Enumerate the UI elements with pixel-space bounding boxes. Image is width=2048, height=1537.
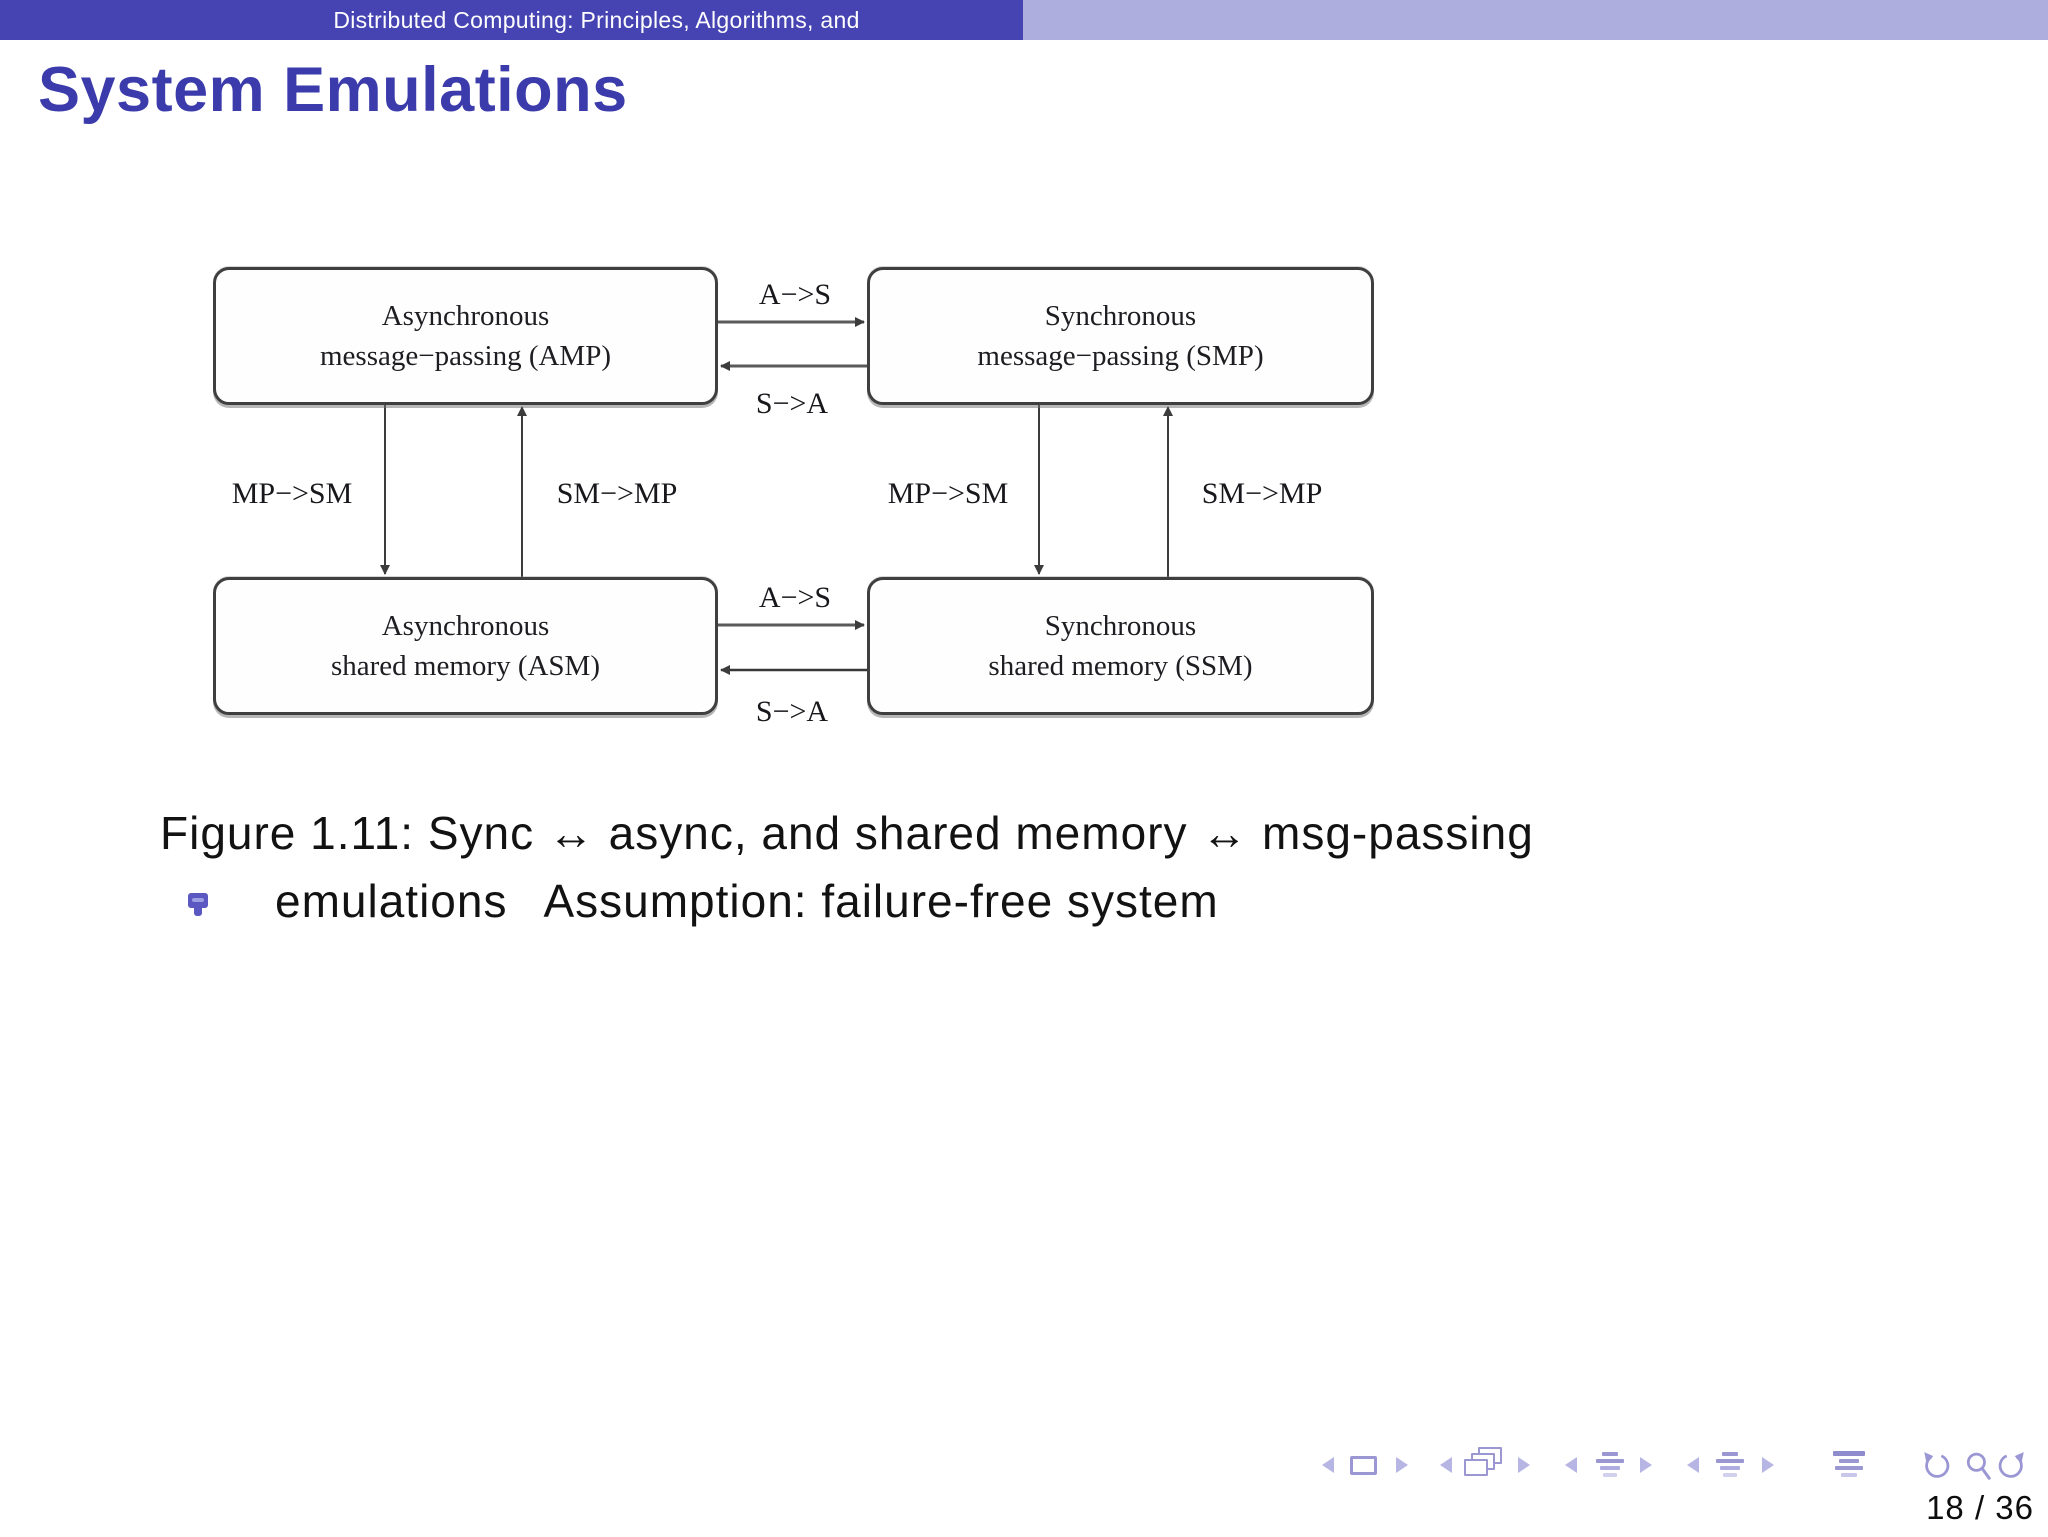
prev-section-icon[interactable] (1687, 1457, 1699, 1473)
header-title: Distributed Computing: Principles, Algor… (333, 6, 860, 33)
arrow-label-right-mp-sm: MP−>SM (887, 477, 1009, 510)
line-bar (1600, 1466, 1620, 1470)
arrow-label-top-s-to-a: S−>A (755, 387, 829, 420)
prev-frame-icon[interactable] (1440, 1457, 1452, 1473)
arrow-label-top-a-to-s: A−>S (758, 278, 832, 311)
header-bar-right (1023, 0, 2048, 40)
frames-stack-front (1464, 1459, 1488, 1476)
back-icon[interactable] (1920, 1450, 1952, 1482)
section-lines-icon[interactable] (1716, 1452, 1744, 1477)
figure-caption-line1: Figure 1.11: Sync ↔ async, and shared me… (160, 807, 1534, 859)
line-bar (1835, 1466, 1863, 1470)
header-bar: Distributed Computing: Principles, Algor… (0, 0, 1023, 40)
box-asm-line2: shared memory (ASM) (330, 649, 600, 682)
beamer-navigation (1318, 1447, 2042, 1496)
forward-icon[interactable] (1996, 1450, 2028, 1482)
frames-stack-icon[interactable] (1464, 1447, 1504, 1478)
arrow-label-left-mp-sm: MP−>SM (231, 477, 353, 510)
line-bar (1596, 1459, 1624, 1463)
line-bar (1723, 1473, 1737, 1477)
prev-subsection-icon[interactable] (1565, 1457, 1577, 1473)
box-smp-line2: message−passing (SMP) (977, 339, 1264, 372)
emulation-diagram: Asynchronous message−passing (AMP) Synch… (213, 267, 1374, 728)
subsection-lines-icon[interactable] (1596, 1452, 1624, 1477)
bullet-icon (188, 893, 208, 916)
search-icon[interactable] (1963, 1450, 1993, 1482)
bullet-icon-band (192, 898, 204, 902)
next-section-icon[interactable] (1762, 1457, 1774, 1473)
arrow-label-left-sm-mp: SM−>MP (556, 477, 678, 510)
bullet-icon-stem (194, 908, 202, 916)
prev-slide-icon[interactable] (1322, 1457, 1334, 1473)
box-sync-shared-memory: Synchronous shared memory (SSM) (867, 577, 1374, 715)
box-amp-line2: message−passing (AMP) (319, 339, 612, 372)
arrow-label-bottom-s-to-a: S−>A (755, 695, 829, 728)
box-amp-line1: Asynchronous (381, 299, 550, 332)
line-bar (1833, 1451, 1865, 1456)
caption-continuation: emulations (275, 875, 508, 927)
next-slide-icon[interactable] (1396, 1457, 1408, 1473)
appendix-lines-icon[interactable] (1833, 1451, 1865, 1477)
line-bar (1722, 1452, 1738, 1456)
line-bar (1716, 1459, 1744, 1463)
box-ssm-line1: Synchronous (1044, 609, 1197, 642)
box-smp-line1: Synchronous (1044, 299, 1197, 332)
box-asm-line1: Asynchronous (381, 609, 550, 642)
next-frame-icon[interactable] (1518, 1457, 1530, 1473)
line-bar (1720, 1466, 1740, 1470)
page-number: 18 / 36 (1926, 1489, 2034, 1526)
arrows-layer (380, 317, 1173, 675)
box-async-message-passing: Asynchronous message−passing (AMP) (213, 267, 718, 405)
line-bar (1602, 1452, 1618, 1456)
arrow-label-bottom-a-to-s: A−>S (758, 581, 832, 614)
frame-icon[interactable] (1350, 1456, 1377, 1475)
line-bar (1839, 1459, 1859, 1463)
box-sync-message-passing: Synchronous message−passing (SMP) (867, 267, 1374, 405)
page-title: System Emulations (38, 55, 628, 125)
box-async-shared-memory: Asynchronous shared memory (ASM) (213, 577, 718, 715)
arrow-label-right-sm-mp: SM−>MP (1201, 477, 1323, 510)
line-bar (1603, 1473, 1617, 1477)
figure-caption-line2: emulations Assumption: failure-free syst… (275, 874, 1219, 928)
line-bar (1841, 1473, 1857, 1477)
box-ssm-line2: shared memory (SSM) (988, 649, 1253, 682)
caption-assumption: Assumption: failure-free system (543, 875, 1219, 927)
next-subsection-icon[interactable] (1640, 1457, 1652, 1473)
